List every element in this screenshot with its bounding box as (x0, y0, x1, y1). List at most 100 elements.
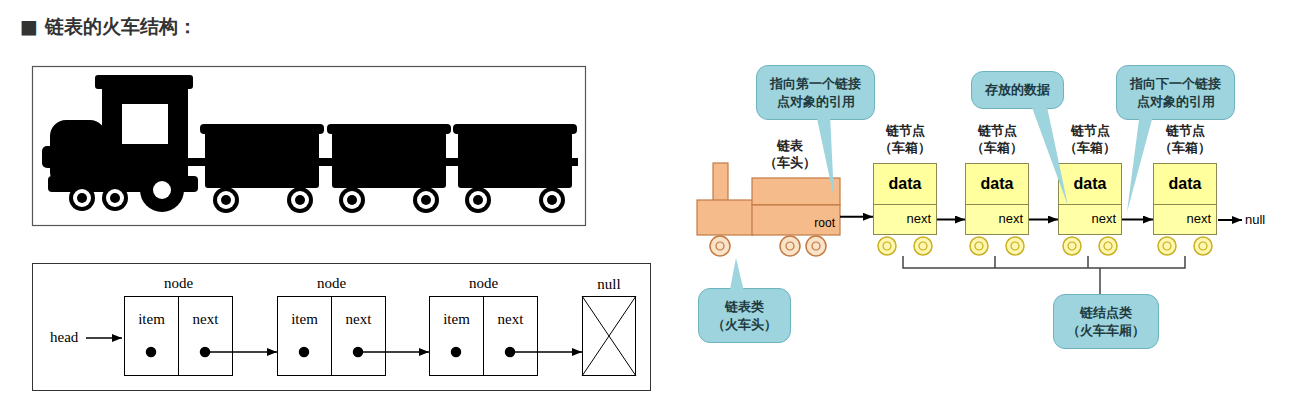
callout-bubble: 链结点类 （火车车厢） (1053, 294, 1159, 349)
node-text: 指向下一个链接 点对象的引用 (1130, 75, 1221, 110)
node-text: next (484, 297, 537, 328)
carriage-box: datanext链节点 （车箱） (965, 163, 1029, 235)
node-text: 链结点类 （火车车厢） (1067, 304, 1145, 339)
node-heading: node (317, 275, 346, 292)
locomotive-illustration (752, 178, 840, 205)
train-silhouette (42, 146, 56, 168)
node-text: data (966, 164, 1028, 193)
callout-tail (1127, 112, 1154, 212)
pointer-dot (205, 351, 233, 353)
callout-tail (728, 102, 1154, 300)
train-silhouette (42, 75, 578, 213)
pointer-arrow (1029, 219, 1058, 221)
node-text: next (966, 205, 1028, 226)
node-text: data (874, 164, 936, 193)
carriage-wheel (970, 237, 988, 255)
node-text: item (430, 297, 483, 328)
node-heading: 链节点 （车箱） (971, 123, 1023, 157)
node-text: item (278, 297, 331, 328)
train-silhouette (539, 187, 565, 213)
locomotive-illustration (697, 200, 753, 235)
carriage-box: datanext链节点 （车箱） (1058, 163, 1122, 235)
pointer-label: null (1245, 212, 1265, 227)
pointer-arrow (1122, 219, 1153, 221)
carriage-wheel (878, 237, 896, 255)
list-node-box: itemnextnode (277, 296, 386, 376)
carriage-wheel (914, 237, 932, 255)
locomotive-illustration (780, 236, 800, 256)
train-silhouette (465, 187, 491, 213)
node-text: root (814, 216, 835, 230)
callout-tail (816, 114, 834, 198)
node-heading: null (597, 276, 620, 293)
node-text: 指向第一个链接 点对象的引用 (770, 75, 861, 110)
data-cell: data (1153, 163, 1217, 205)
pointer-arrow (538, 351, 582, 353)
pointer-dot (147, 348, 539, 357)
node-text: 存放的数据 (985, 81, 1050, 99)
carriage-box: datanext链节点 （车箱） (873, 163, 937, 235)
data-cell: data (1058, 163, 1122, 205)
node-field-cell: item (277, 296, 332, 376)
node-field-cell: item (124, 296, 179, 376)
locomotive-illustration (697, 163, 840, 256)
carriage-wheel (1158, 237, 1176, 255)
callout-bubble: 存放的数据 (971, 71, 1064, 109)
node-text: next (1059, 205, 1121, 226)
frame-box (33, 67, 651, 391)
train-silhouette (205, 130, 319, 188)
node-heading: 链表 （车头） (764, 138, 816, 172)
node-field-cell: next (331, 296, 386, 376)
train-silhouette (413, 187, 439, 213)
train-silhouette (332, 130, 446, 188)
node-field-cell: item (429, 296, 484, 376)
pointer-dot (358, 351, 386, 353)
pointer-arrow (840, 216, 873, 218)
next-cell: next (1058, 204, 1122, 235)
pointer-label: head (50, 329, 78, 346)
pointer-dot (510, 351, 538, 353)
pointer-dot (300, 348, 309, 357)
locomotive-illustration (710, 236, 730, 256)
carriage-wheel (1063, 237, 1081, 255)
train-silhouette (287, 187, 313, 213)
list-node-box: itemnextnode (429, 296, 538, 376)
pointer-arrow (386, 351, 429, 353)
carriage-box: datanext链节点 （车箱） (1153, 163, 1217, 235)
train-silhouette (458, 130, 572, 188)
locomotive-illustration (806, 236, 826, 256)
carriage-wheel (878, 237, 1212, 255)
node-text: next (1154, 205, 1216, 226)
tail-null-arrow (1218, 219, 1242, 221)
null-box: null (582, 296, 636, 376)
node-heading: node (164, 275, 193, 292)
frame-box (33, 264, 651, 391)
pointer-arrow (937, 219, 965, 221)
carriage-wheel (1099, 237, 1117, 255)
node-text: data (1154, 164, 1216, 193)
node-text: next (874, 205, 936, 226)
node-field-cell: next (483, 296, 538, 376)
train-silhouette (102, 185, 128, 211)
callout-tail (728, 258, 746, 300)
node-text: next (179, 297, 232, 328)
data-cell: data (965, 163, 1029, 205)
callout-bubble: 指向第一个链接 点对象的引用 (756, 65, 875, 120)
locomotive-illustration (713, 163, 728, 201)
train-silhouette (69, 185, 95, 211)
locomotive-box: 链表 （车头）root (752, 178, 840, 235)
node-text: item (125, 297, 178, 328)
node-field-cell: next (178, 296, 233, 376)
head-arrow (86, 337, 122, 339)
null-cross (582, 296, 636, 376)
node-heading: node (469, 275, 498, 292)
frame-box (33, 67, 586, 226)
null-cross (582, 296, 636, 376)
next-cell: next (1153, 204, 1217, 235)
node-text: data (1059, 164, 1121, 193)
train-silhouette (213, 187, 239, 213)
list-node-box: itemnextnode (124, 296, 233, 376)
null-cross (582, 296, 636, 376)
